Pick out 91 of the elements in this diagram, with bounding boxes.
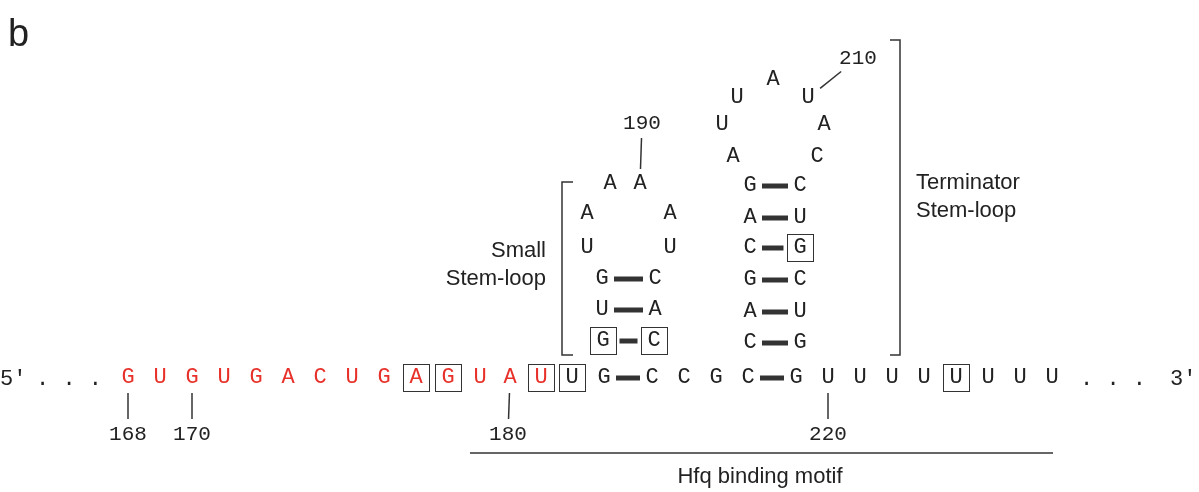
nucleotide-letter: U <box>979 367 997 389</box>
nucleotide-letter: A <box>646 299 664 321</box>
boxed-nucleotide: A <box>402 364 430 392</box>
nucleotide-letter: G <box>183 367 201 389</box>
nucleotide-letter: U <box>578 237 596 259</box>
nucleotide-letter: U <box>915 367 933 389</box>
boxed-nucleotide: G <box>786 234 814 262</box>
leader-line <box>819 70 842 90</box>
nucleotide-letter: G <box>707 367 725 389</box>
strand-end-label: 3′ <box>1170 366 1198 394</box>
nucleotide-letter: U <box>471 367 489 389</box>
nucleotide-letter: U <box>791 301 809 323</box>
nucleotide-letter: U <box>799 87 817 109</box>
position-number: 210 <box>836 47 880 69</box>
boxed-nucleotide: C <box>640 327 668 355</box>
nucleotide-letter: U <box>1011 367 1029 389</box>
strand-end-label: 5′ <box>0 366 24 394</box>
continuation-dots: . . . <box>36 366 103 394</box>
region-label: Terminator Stem-loop <box>916 168 1021 223</box>
nucleotide-letter: G <box>787 367 805 389</box>
base-pair-bar <box>762 215 788 221</box>
region-label: Small Stem-loop <box>444 236 546 291</box>
nucleotide-letter: A <box>578 203 596 225</box>
boxed-nucleotide: U <box>558 364 586 392</box>
base-pair-bar <box>762 183 788 189</box>
base-pair-bar <box>762 340 788 346</box>
nucleotide-letter: G <box>741 175 759 197</box>
nucleotide-letter: A <box>764 69 782 91</box>
nucleotide-letter: C <box>646 268 664 290</box>
leader-line <box>827 392 829 420</box>
nucleotide-letter: A <box>279 367 297 389</box>
nucleotide-letter: C <box>791 175 809 197</box>
leader-line <box>127 392 129 420</box>
nucleotide-letter: C <box>808 146 826 168</box>
nucleotide-letter: C <box>741 237 759 259</box>
position-number: 190 <box>620 112 664 134</box>
nucleotide-letter: U <box>728 87 746 109</box>
nucleotide-letter: C <box>675 367 693 389</box>
base-pair-bar <box>762 277 788 283</box>
base-pair-bar <box>762 309 788 315</box>
nucleotide-letter: C <box>741 332 759 354</box>
nucleotide-letter: G <box>119 367 137 389</box>
nucleotide-letter: A <box>741 207 759 229</box>
nucleotide-letter: C <box>643 367 661 389</box>
nucleotide-letter: G <box>375 367 393 389</box>
nucleotide-letter: A <box>815 114 833 136</box>
boxed-nucleotide: G <box>589 327 617 355</box>
base-pair-bar <box>616 375 640 381</box>
nucleotide-letter: A <box>661 203 679 225</box>
nucleotide-letter: U <box>713 114 731 136</box>
base-pair-bar <box>619 338 638 344</box>
nucleotide-letter: G <box>741 269 759 291</box>
nucleotide-letter: U <box>151 367 169 389</box>
nucleotide-letter: C <box>791 269 809 291</box>
nucleotide-letter: A <box>724 146 742 168</box>
nucleotide-letter: G <box>593 268 611 290</box>
nucleotide-letter: A <box>501 367 519 389</box>
base-pair-bar <box>760 375 784 381</box>
position-number: 180 <box>486 423 530 445</box>
nucleotide-letter: U <box>661 237 679 259</box>
base-pair-bar <box>762 245 784 251</box>
nucleotide-letter: U <box>819 367 837 389</box>
leader-line <box>639 137 643 170</box>
nucleotide-letter: U <box>883 367 901 389</box>
continuation-dots: . . . <box>1080 366 1147 394</box>
nucleotide-letter: U <box>593 299 611 321</box>
nucleotide-letter: U <box>791 207 809 229</box>
base-pair-bar <box>614 276 643 282</box>
boxed-nucleotide: G <box>434 364 462 392</box>
leader-line <box>191 392 193 420</box>
nucleotide-letter: G <box>247 367 265 389</box>
panel-letter: b <box>8 11 31 56</box>
nucleotide-letter: G <box>595 367 613 389</box>
nucleotide-letter: A <box>741 301 759 323</box>
boxed-nucleotide: U <box>942 364 970 392</box>
position-number: 220 <box>806 423 850 445</box>
motif-label: Hfq binding motif <box>676 462 844 490</box>
boxed-nucleotide: U <box>527 364 555 392</box>
base-pair-bar <box>614 307 643 313</box>
nucleotide-letter: U <box>343 367 361 389</box>
nucleotide-letter: U <box>1043 367 1061 389</box>
leader-line <box>507 392 511 420</box>
position-number: 170 <box>170 423 214 445</box>
nucleotide-letter: A <box>631 173 649 195</box>
nucleotide-letter: U <box>215 367 233 389</box>
nucleotide-letter: G <box>791 332 809 354</box>
nucleotide-letter: C <box>739 367 757 389</box>
nucleotide-letter: A <box>601 173 619 195</box>
nucleotide-letter: C <box>311 367 329 389</box>
position-number: 168 <box>106 423 150 445</box>
nucleotide-letter: U <box>851 367 869 389</box>
